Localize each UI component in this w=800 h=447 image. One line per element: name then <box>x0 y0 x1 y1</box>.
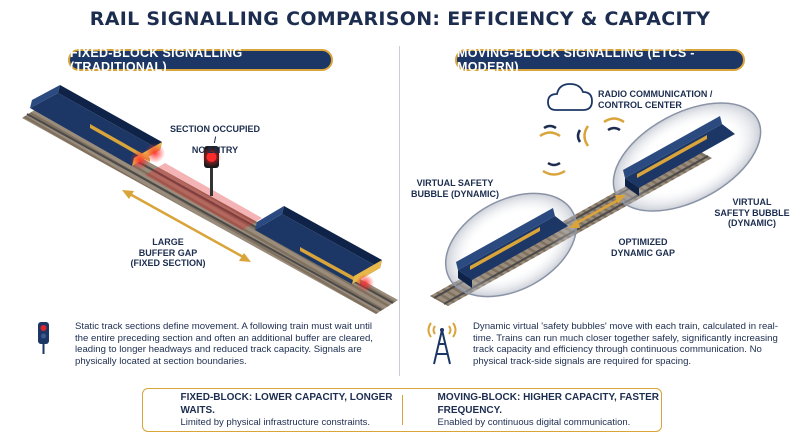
dynamic-gap-label-line2: DYNAMIC GAP <box>610 247 675 258</box>
buffer-gap-label: LARGE BUFFER GAP (FIXED SECTION) <box>128 237 208 269</box>
bubble-front-label-line3: (DYNAMIC) <box>728 218 776 228</box>
rear-train <box>456 208 568 288</box>
dynamic-gap-label: OPTIMIZED DYNAMIC GAP <box>603 237 683 258</box>
summary-separator <box>401 395 403 425</box>
buffer-gap-label-line1: LARGE <box>152 237 184 247</box>
bubble-rear-label-line1: VIRTUAL SAFETY <box>416 178 494 188</box>
radio-label-line2: CONTROL CENTER <box>598 99 682 110</box>
summary-bar: FIXED-BLOCK: LOWER CAPACITY, LONGER WAIT… <box>142 388 662 432</box>
section-occupied-label-line2: NO ENTRY <box>191 145 239 155</box>
bubble-rear-label-line2: BUBBLE (DYNAMIC) <box>411 188 499 199</box>
bubble-rear-label: VIRTUAL SAFETY BUBBLE (DYNAMIC) <box>410 178 500 199</box>
bubble-front-label-line1: VIRTUAL <box>732 197 772 207</box>
front-train <box>623 116 735 196</box>
bubble-front-label: VIRTUAL SAFETY BUBBLE (DYNAMIC) <box>712 197 792 229</box>
track-signal <box>201 146 222 196</box>
summary-moving-sub: Enabled by continuous digital communicat… <box>437 417 631 428</box>
radio-waves-icon <box>539 117 625 176</box>
summary-fixed-text: FIXED-BLOCK: LOWER CAPACITY, LONGER WAIT… <box>181 391 402 429</box>
occupied-section-highlight <box>145 163 262 230</box>
lead-train <box>30 85 165 170</box>
dynamic-gap-label-line1: OPTIMIZED <box>618 237 668 247</box>
following-train <box>255 206 382 292</box>
dynamic-gap-arrow <box>569 195 626 228</box>
radio-communication-label: RADIO COMMUNICATION / CONTROL CENTER <box>598 89 718 110</box>
summary-moving: MOVING-BLOCK: HIGHER CAPACITY, FASTER FR… <box>403 389 662 431</box>
buffer-gap-label-line3: (FIXED SECTION) <box>130 258 206 268</box>
radio-label-line1: RADIO COMMUNICATION / <box>598 89 713 99</box>
radio-tower-icon <box>427 322 457 365</box>
summary-fixed: FIXED-BLOCK: LOWER CAPACITY, LONGER WAIT… <box>143 389 402 431</box>
section-occupied-label: SECTION OCCUPIED / NO ENTRY <box>170 124 260 156</box>
summary-moving-heading: MOVING-BLOCK: HIGHER CAPACITY, FASTER FR… <box>437 392 660 416</box>
signal-icon <box>38 322 49 354</box>
panel-divider <box>399 46 400 376</box>
bubble-front-label-line2: SAFETY BUBBLE <box>714 207 790 218</box>
fixed-block-description: Static track sections define movement. A… <box>75 321 373 367</box>
page-title: RAIL SIGNALLING COMPARISON: EFFICIENCY &… <box>89 8 711 30</box>
summary-moving-text: MOVING-BLOCK: HIGHER CAPACITY, FASTER FR… <box>438 391 661 429</box>
moving-block-description: Dynamic virtual 'safety bubbles' move wi… <box>473 321 778 367</box>
summary-fixed-heading: FIXED-BLOCK: LOWER CAPACITY, LONGER WAIT… <box>180 392 393 416</box>
moving-block-heading: MOVING-BLOCK SIGNALLING (ETCS - MODERN) <box>455 46 745 74</box>
fixed-block-heading: FIXED-BLOCK SIGNALLING (TRADITIONAL) <box>68 46 333 74</box>
cloud-icon <box>547 83 593 111</box>
section-occupied-label-line1: SECTION OCCUPIED / <box>170 124 261 145</box>
buffer-gap-arrow <box>122 190 251 262</box>
buffer-gap-label-line2: BUFFER GAP <box>138 247 198 258</box>
summary-fixed-sub: Limited by physical infrastructure const… <box>180 417 371 428</box>
